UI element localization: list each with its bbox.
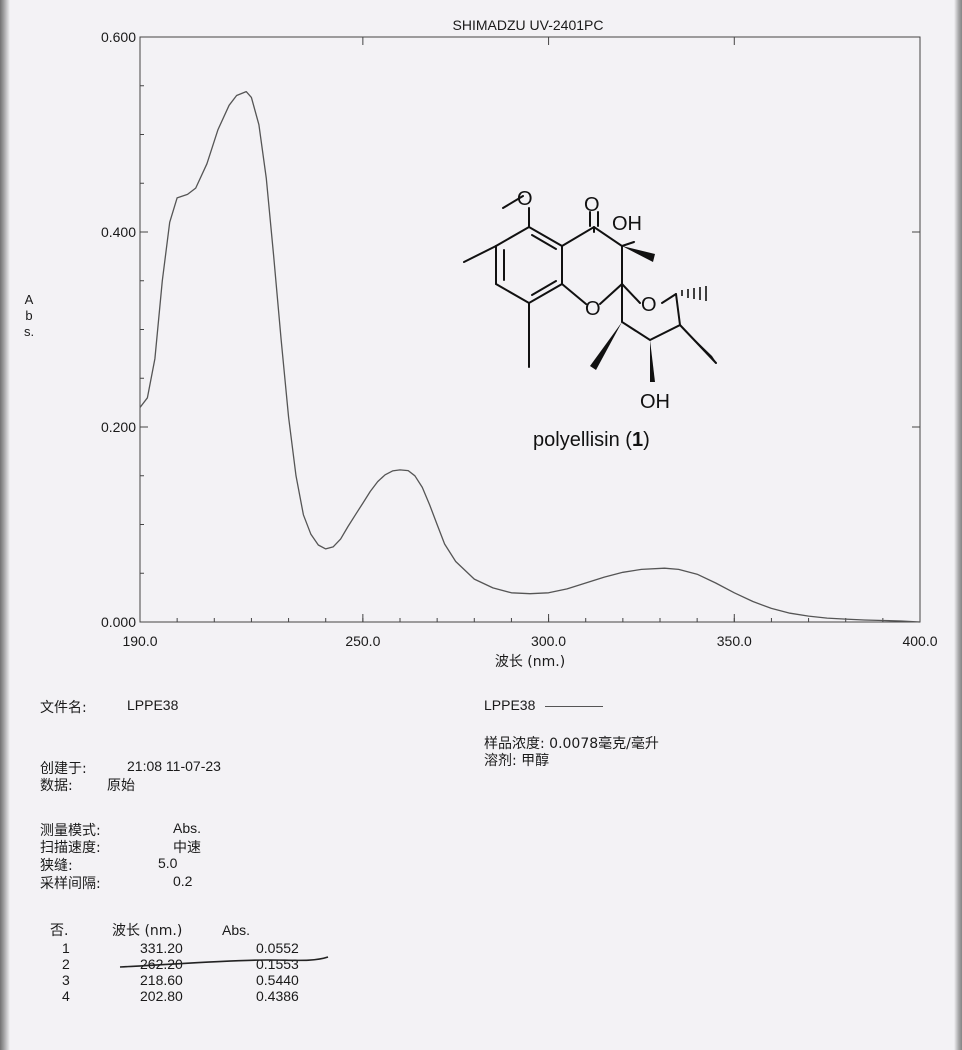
x-tick-label: 300.0 xyxy=(531,633,566,649)
compound-paren-open: ( xyxy=(620,429,633,451)
x-axis-label: 波长 (nm.) xyxy=(495,654,565,670)
peak-wavelength: 331.20 xyxy=(140,940,183,956)
compound-bold-bonds xyxy=(590,246,716,382)
interval-label: 采样间隔: xyxy=(40,876,101,892)
peak-abs: 0.5440 xyxy=(256,972,299,988)
col-wavelength: 波长 (nm.) xyxy=(112,923,183,939)
series-line xyxy=(139,90,921,623)
data-label: 数据: xyxy=(40,778,73,794)
slit-label: 狭缝: xyxy=(40,858,73,874)
solvent-row: 溶剂: 甲醇 xyxy=(484,750,549,770)
atom-o-ring: O xyxy=(585,298,601,320)
y-tick-label: 0.200 xyxy=(101,419,136,435)
concentration-row: 样品浓度: 0.0078毫克/毫升 xyxy=(484,733,659,753)
peak-table: 否. 波长 (nm.) Abs. 1 331.20 0.0552 2 262.2… xyxy=(40,920,302,1004)
compound-paren-close: ) xyxy=(643,429,650,451)
created-label: 创建于: xyxy=(40,761,87,777)
uv-spectrum-chart: SHIMADZU UV-2401PC 0.0000.2000.4000.600 … xyxy=(101,17,938,670)
peak-no: 4 xyxy=(62,988,70,1004)
atom-oh-bottom: OH xyxy=(640,391,670,413)
atom-o-keto: O xyxy=(584,194,600,216)
y-tick-label: 0.400 xyxy=(101,224,136,240)
peak-no: 1 xyxy=(62,940,70,956)
x-tick-label: 190.0 xyxy=(122,633,157,649)
speed-value: 中速 xyxy=(173,840,201,856)
table-row: 1 331.20 0.0552 xyxy=(40,940,302,956)
col-abs: Abs. xyxy=(222,922,251,938)
peak-no: 2 xyxy=(62,956,70,972)
compound-number: 1 xyxy=(632,429,643,451)
slit-value: 5.0 xyxy=(158,855,178,871)
concentration-value: 0.0078毫克/毫升 xyxy=(549,736,659,752)
legend-name: LPPE38 xyxy=(484,697,536,713)
mode-label: 测量模式: xyxy=(40,823,101,839)
compound-hashed-bonds xyxy=(681,286,707,301)
peak-abs: 0.4386 xyxy=(256,988,299,1004)
atom-oh-top: OH xyxy=(612,213,642,235)
y-axis-label: Abs. xyxy=(23,292,35,339)
chart-title: SHIMADZU UV-2401PC xyxy=(453,17,604,33)
legend-swatch xyxy=(545,705,604,707)
y-tick-label: 0.000 xyxy=(101,614,136,630)
concentration-label: 样品浓度: xyxy=(484,736,545,752)
x-tick-label: 400.0 xyxy=(902,633,937,649)
legend-entry: LPPE38 xyxy=(484,697,604,713)
created-value: 21:08 11-07-23 xyxy=(127,758,221,774)
x-tick-label: 250.0 xyxy=(345,633,380,649)
compound-label: polyellisin (1) xyxy=(533,429,650,451)
peak-table-header: 否. 波长 (nm.) Abs. xyxy=(40,920,302,940)
atom-o-pyran: O xyxy=(641,294,657,316)
filename-value: LPPE38 xyxy=(127,697,179,713)
solvent-label: 溶剂: xyxy=(484,753,517,769)
table-row: 3 218.60 0.5440 xyxy=(40,972,302,988)
scan-shadow-right xyxy=(954,0,962,1050)
peak-no: 3 xyxy=(62,972,70,988)
handwritten-strike-mark xyxy=(119,956,329,968)
compound-structure xyxy=(463,195,717,368)
interval-value: 0.2 xyxy=(173,873,193,889)
compound-name: polyellisin xyxy=(533,429,620,451)
y-tick-labels: 0.000 0.200 0.400 0.600 xyxy=(101,29,920,630)
mode-value: Abs. xyxy=(173,820,202,836)
col-no: 否. xyxy=(50,923,69,939)
x-tick-label: 350.0 xyxy=(717,633,752,649)
x-tick-labels: 190.0 250.0 300.0 350.0 400.0 xyxy=(122,37,938,649)
speed-label: 扫描速度: xyxy=(40,840,101,856)
atom-o-methoxy: O xyxy=(517,188,533,210)
scan-shadow-left xyxy=(0,0,10,1050)
data-value: 原始 xyxy=(107,778,135,794)
solvent-value: 甲醇 xyxy=(521,753,550,769)
filename-label: 文件名: xyxy=(40,700,87,716)
chart-series xyxy=(139,90,921,623)
y-tick-label: 0.600 xyxy=(101,29,136,45)
table-row: 4 202.80 0.4386 xyxy=(40,988,302,1004)
peak-abs: 0.0552 xyxy=(256,940,299,956)
peak-wavelength: 218.60 xyxy=(140,972,183,988)
peak-wavelength: 202.80 xyxy=(140,988,183,1004)
